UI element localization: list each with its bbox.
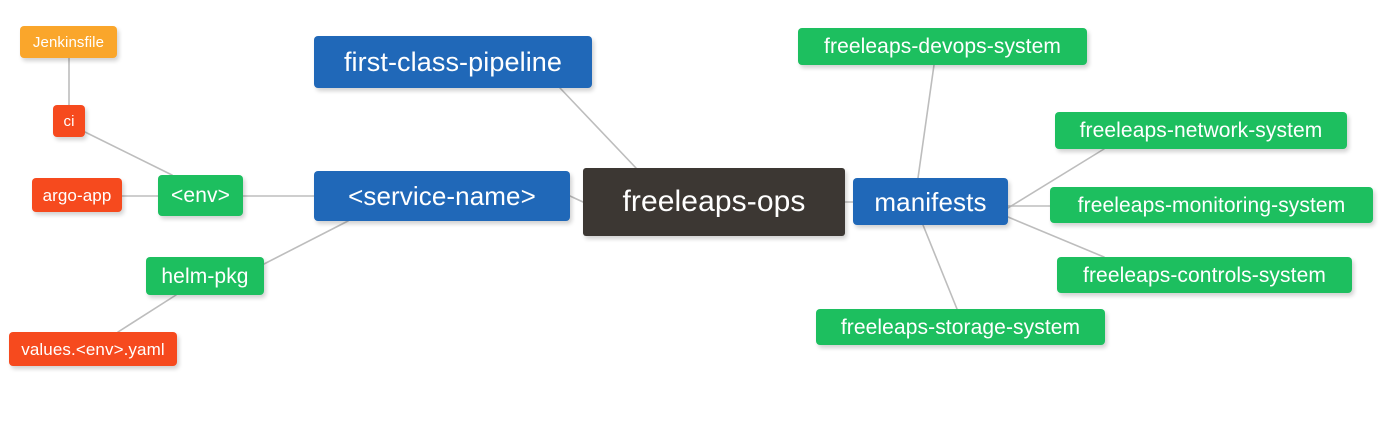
mindmap-node-first-class-pipeline[interactable]: first-class-pipeline <box>314 36 592 88</box>
mindmap-node-values-env-yaml[interactable]: values.<env>.yaml <box>9 332 177 366</box>
mindmap-node-freeleaps-network-system[interactable]: freeleaps-network-system <box>1055 112 1347 149</box>
edge-manifests-to-freeleaps-devops-system <box>917 64 935 179</box>
mindmap-node-ci[interactable]: ci <box>53 105 85 137</box>
mindmap-node-label: Jenkinsfile <box>32 33 105 51</box>
mindmap-node-helm-pkg[interactable]: helm-pkg <box>146 257 264 295</box>
mindmap-node-label: first-class-pipeline <box>343 46 563 77</box>
edge-freeleaps-ops-to-first-class-pipeline <box>559 87 637 169</box>
edge-env-to-ci <box>84 131 173 176</box>
mindmap-node-label: ci <box>63 112 75 130</box>
mindmap-node-label: freeleaps-controls-system <box>1083 263 1326 287</box>
mindmap-node-label: manifests <box>874 186 987 217</box>
mindmap-node-label: freeleaps-ops <box>622 185 806 218</box>
edge-helm-pkg-to-values-env-yaml <box>117 294 177 333</box>
mindmap-node-env[interactable]: <env> <box>158 175 243 216</box>
edge-manifests-to-freeleaps-storage-system <box>922 224 958 310</box>
mindmap-node-label: argo-app <box>42 185 112 205</box>
edge-manifests-to-freeleaps-controls-system <box>1007 216 1105 258</box>
mindmap-node-label: <env> <box>171 184 230 207</box>
mindmap-node-label: freeleaps-network-system <box>1079 119 1323 142</box>
mindmap-node-manifests[interactable]: manifests <box>853 178 1008 225</box>
mindmap-node-freeleaps-devops-system[interactable]: freeleaps-devops-system <box>798 28 1087 65</box>
mindmap-node-label: values.<env>.yaml <box>21 339 165 359</box>
mindmap-node-freeleaps-storage-system[interactable]: freeleaps-storage-system <box>816 309 1105 345</box>
mindmap-node-label: <service-name> <box>348 181 536 211</box>
mindmap-node-jenkinsfile[interactable]: Jenkinsfile <box>20 26 117 58</box>
mindmap-node-label: helm-pkg <box>161 264 249 288</box>
mindmap-node-label: freeleaps-devops-system <box>824 35 1061 58</box>
mindmap-node-label: freeleaps-monitoring-system <box>1077 193 1346 217</box>
edge-freeleaps-ops-to-service-name <box>569 195 584 203</box>
mindmap-node-freeleaps-ops[interactable]: freeleaps-ops <box>583 168 845 236</box>
mindmap-node-label: freeleaps-storage-system <box>840 315 1081 339</box>
mindmap-node-freeleaps-monitoring-system[interactable]: freeleaps-monitoring-system <box>1050 187 1373 223</box>
edge-service-name-to-helm-pkg <box>263 220 349 265</box>
mindmap-node-freeleaps-controls-system[interactable]: freeleaps-controls-system <box>1057 257 1352 293</box>
mindmap-node-service-name[interactable]: <service-name> <box>314 171 570 221</box>
edge-manifests-to-freeleaps-network-system <box>1007 148 1105 209</box>
mindmap-node-argo-app[interactable]: argo-app <box>32 178 122 212</box>
